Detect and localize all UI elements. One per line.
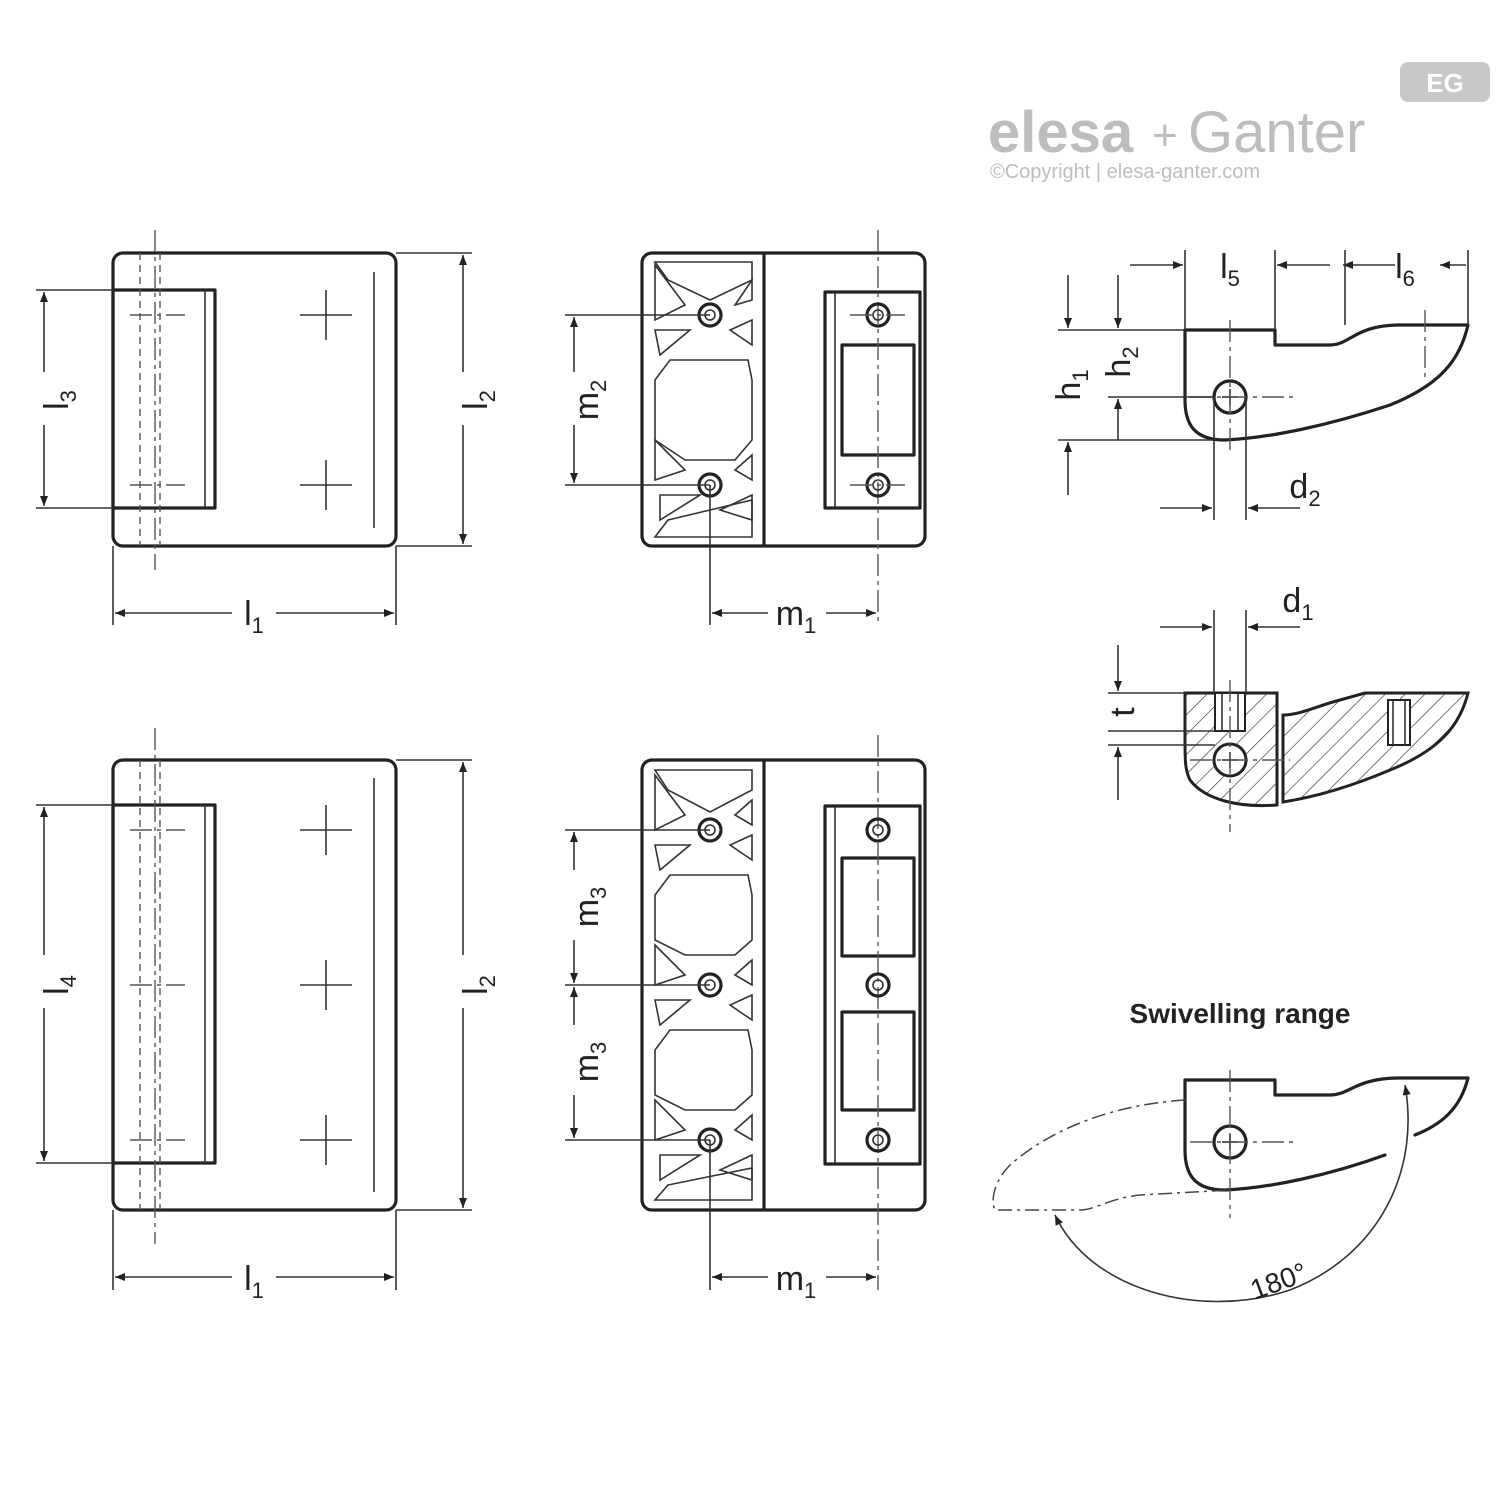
brand-logo: EG elesa + Ganter ©Copyright | elesa-gan… xyxy=(988,62,1490,183)
swivel-title: Swivelling range xyxy=(1130,998,1351,1029)
label-l3-top: l3 xyxy=(38,390,81,410)
label-h1-base: h xyxy=(1050,382,1088,401)
view-swivel-range xyxy=(992,1070,1470,1303)
label-h2-base: h xyxy=(1100,359,1138,378)
label-l2-sub: 2 xyxy=(475,390,500,402)
label-l2b-sub: 2 xyxy=(475,975,500,987)
label-m3-lower: m3 xyxy=(568,1042,611,1083)
label-l6-sub: 6 xyxy=(1403,266,1415,291)
logo-badge xyxy=(1400,62,1490,102)
label-l1-sub: 1 xyxy=(252,613,264,638)
label-m1-top: m1 xyxy=(776,595,817,638)
label-m1-base: m xyxy=(776,595,804,633)
label-t-text: t xyxy=(1104,707,1142,717)
label-d1-sub: 1 xyxy=(1301,600,1313,625)
label-l6: l6 xyxy=(1395,248,1415,291)
label-l1-base: l xyxy=(244,595,252,633)
label-l6-base: l xyxy=(1395,248,1403,286)
label-l2-base: l xyxy=(457,402,495,410)
logo-copyright: ©Copyright | elesa-ganter.com xyxy=(990,161,1260,183)
label-d2: d2 xyxy=(1289,468,1320,511)
label-t: t xyxy=(1104,707,1142,717)
logo-badge-text: EG xyxy=(1426,68,1464,98)
logo-elesa: elesa xyxy=(988,100,1134,165)
svg-text:m3: m3 xyxy=(568,887,611,928)
view-rear-three-holes xyxy=(565,735,927,1290)
svg-text:h2: h2 xyxy=(1100,346,1143,377)
label-m2-base: m xyxy=(568,392,606,420)
label-l1-top: l1 xyxy=(244,595,264,638)
label-d1: d1 xyxy=(1282,582,1313,625)
label-m1-bottom: m1 xyxy=(776,1260,817,1303)
svg-text:m3: m3 xyxy=(568,1042,611,1083)
label-l5-sub: 5 xyxy=(1228,266,1240,291)
svg-text:l2: l2 xyxy=(457,390,500,410)
label-l5-base: l xyxy=(1220,248,1228,286)
label-l4-sub: 4 xyxy=(56,975,81,987)
view-front-two-holes xyxy=(36,230,472,625)
label-m1b-sub: 1 xyxy=(804,1278,816,1303)
label-l1b-base: l xyxy=(244,1260,252,1298)
label-m3a-base: m xyxy=(568,899,606,927)
svg-text:l2: l2 xyxy=(457,975,500,995)
label-l4-base: l xyxy=(38,987,76,995)
label-d2-base: d xyxy=(1289,468,1308,506)
label-h1-sub: 1 xyxy=(1068,369,1093,381)
label-l1-bottom: l1 xyxy=(244,1260,264,1303)
label-l5: l5 xyxy=(1220,248,1240,291)
label-l2-bottom: l2 xyxy=(457,975,500,995)
svg-text:h1: h1 xyxy=(1050,369,1093,400)
label-l2b-base: l xyxy=(457,987,495,995)
label-d2-sub: 2 xyxy=(1308,486,1320,511)
svg-text:m2: m2 xyxy=(568,380,611,421)
label-l4: l4 xyxy=(38,975,81,995)
label-m1-sub: 1 xyxy=(804,613,816,638)
label-m1b-base: m xyxy=(776,1260,804,1298)
label-h1: h1 xyxy=(1050,369,1093,400)
label-m3-upper: m3 xyxy=(568,887,611,928)
svg-text:l3: l3 xyxy=(38,390,81,410)
svg-text:l4: l4 xyxy=(38,975,81,995)
label-l3-base: l xyxy=(38,402,76,410)
label-d1-base: d xyxy=(1282,582,1301,620)
view-front-three-holes xyxy=(36,728,472,1290)
swivel-angle: 180° xyxy=(1246,1257,1311,1306)
logo-plus: + xyxy=(1152,111,1178,160)
view-side-profile xyxy=(1058,250,1470,520)
label-m3a-sub: 3 xyxy=(586,887,611,899)
label-m2-sub: 2 xyxy=(586,380,611,392)
label-l3-sub: 3 xyxy=(56,390,81,402)
label-m3b-base: m xyxy=(568,1054,606,1082)
logo-ganter: Ganter xyxy=(1188,100,1365,165)
label-m2: m2 xyxy=(568,380,611,421)
label-l1b-sub: 1 xyxy=(252,1278,264,1303)
label-h2: h2 xyxy=(1100,346,1143,377)
view-rear-two-holes xyxy=(565,230,927,625)
label-m3b-sub: 3 xyxy=(586,1042,611,1054)
view-section xyxy=(1108,610,1470,832)
label-h2-sub: 2 xyxy=(1118,346,1143,358)
label-l2-top: l2 xyxy=(457,390,500,410)
